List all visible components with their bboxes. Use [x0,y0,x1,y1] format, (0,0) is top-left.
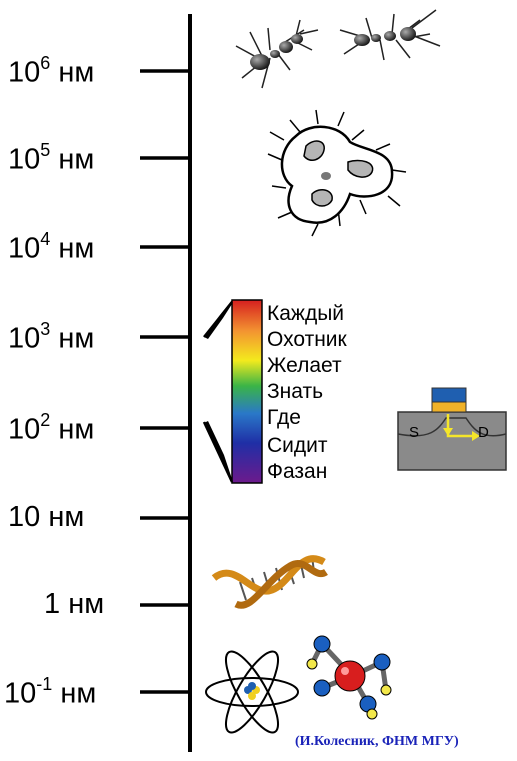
spectrum-word-orange: Охотник [267,328,347,351]
spectrum-bar [202,299,263,484]
spectrum-word-blue: Где [267,406,301,429]
dna-icon [211,555,328,609]
scale-label-1e6: 106 нм [8,53,95,89]
spectrum-word-red: Каждый [267,302,345,325]
spectrum-word-indigo: Сидит [267,434,328,457]
scale-label-1e2: 102 нм [8,410,95,446]
transistor-drain-label: D [478,424,489,441]
molecule-icon [306,635,392,720]
scale-label-1e-1: 10-1 нм [4,674,97,710]
scale-label-1: 1 нм [44,588,105,620]
scale-label-1e4: 104 нм [8,229,95,265]
ant-icon [235,9,441,89]
spectrum-word-violet: Фазан [267,460,328,483]
transistor-source-label: S [409,424,420,441]
author-credit: (И.Колесник, ФНМ МГУ) [295,734,459,749]
scale-label-1e3: 103 нм [8,319,95,355]
atom-icon [205,650,299,734]
cell-icon [267,109,407,237]
spectrum-word-yellow: Желает [267,354,342,377]
tick-marks [140,69,190,694]
transistor-icon [397,387,507,471]
spectrum-word-green: Знать [267,380,324,403]
scale-label-1e5: 105 нм [8,140,95,176]
scale-label-10: 10 нм [8,501,85,533]
